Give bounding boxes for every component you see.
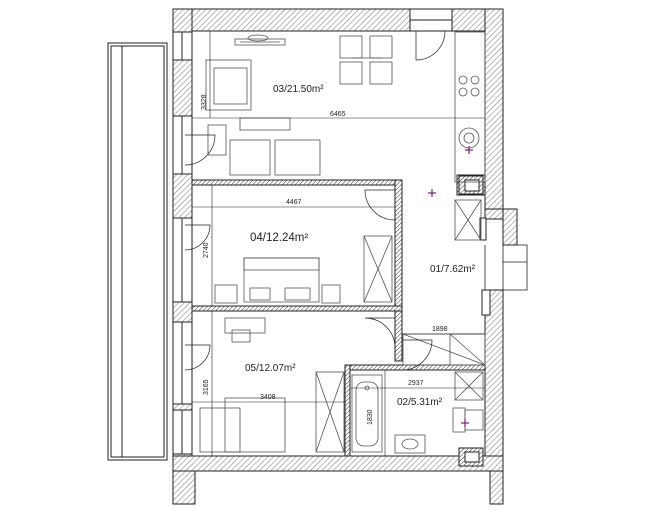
bathroom-fixtures <box>351 371 484 454</box>
left-windows <box>172 31 193 455</box>
dim-text-6465: 6465 <box>330 111 346 118</box>
balcony <box>107 42 168 461</box>
ventilation-shafts <box>458 175 484 467</box>
dim-text-3328: 3328 <box>201 94 208 110</box>
hall-elements <box>402 199 486 366</box>
door-swings <box>184 30 446 371</box>
room-label-03: 03/21.50m² <box>273 84 324 95</box>
room-label-02: 02/5.31m² <box>397 397 443 408</box>
fixture-markers <box>428 146 473 427</box>
dim-text-3165: 3165 <box>203 379 210 395</box>
bedroom-04-furniture <box>214 235 393 304</box>
dim-text-3408: 3408 <box>260 394 276 401</box>
dim-text-1830: 1830 <box>367 409 374 425</box>
entrance-door <box>484 244 528 291</box>
bedroom-05-furniture <box>199 317 345 453</box>
living-furniture <box>205 31 486 183</box>
dim-text-1898: 1898 <box>432 326 448 333</box>
room-label-04: 04/12.24m² <box>250 232 308 244</box>
room-label-05: 05/12.07m² <box>245 363 296 374</box>
top-windows <box>409 8 453 32</box>
room-label-01: 01/7.62m² <box>430 264 476 275</box>
dim-text-4467: 4467 <box>286 199 302 206</box>
dim-text-2937: 2937 <box>408 380 424 387</box>
dim-text-2740: 2740 <box>203 242 210 258</box>
interior-walls <box>191 174 491 457</box>
